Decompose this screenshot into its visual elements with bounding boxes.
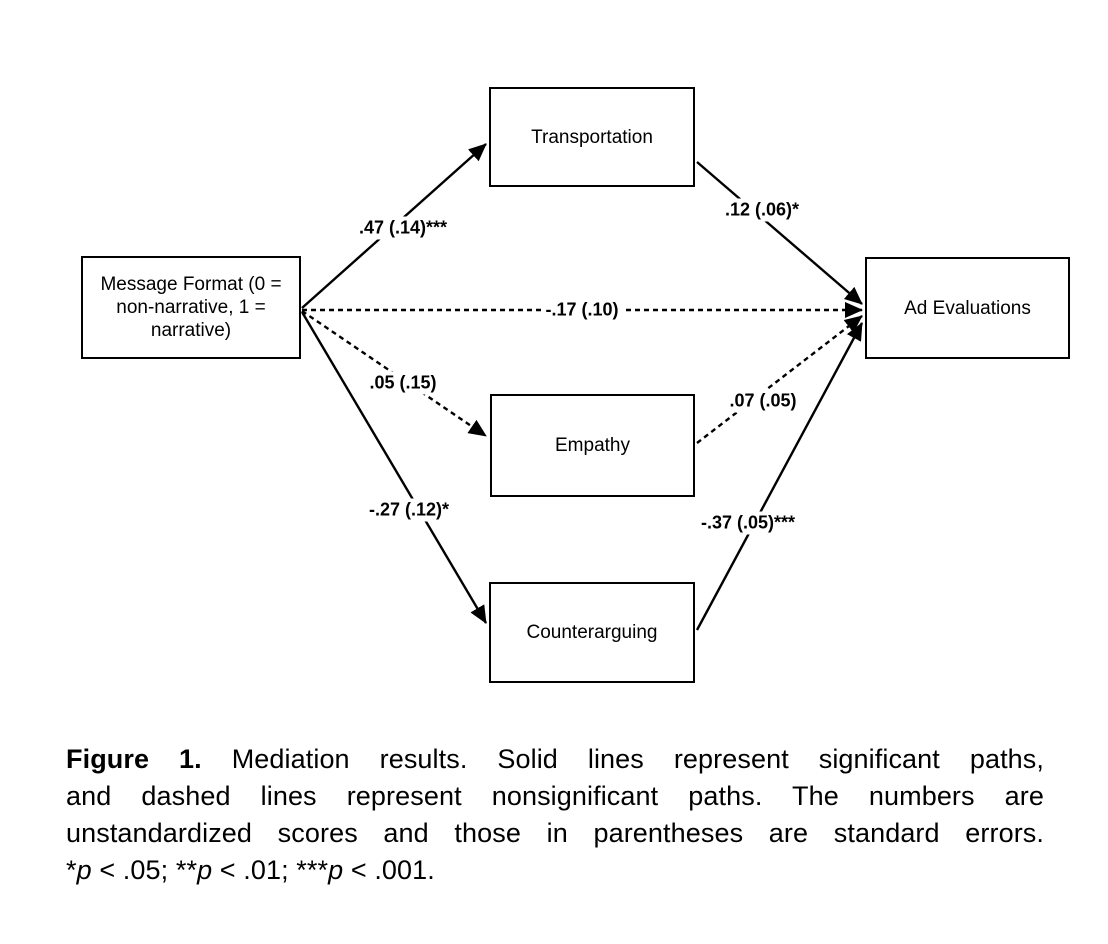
path-msg-to-counterarguing [300,311,488,624]
coef-empathy-adeval: .07 (.05) [725,389,801,413]
coef-msg-transportation: .47 (.14)*** [354,216,452,240]
caption-line-2: and dashed lines represent nonsignifican… [66,781,1044,811]
node-message-format-label: Message Format (0 = non-narrative, 1 = n… [100,273,281,342]
node-empathy-label: Empathy [555,435,630,456]
caption-sig-seg3: < .01; *** [212,855,329,885]
caption-sig-star1: * [66,855,77,885]
caption-significance-note: *p < .05; **p < .01; ***p < .001. [66,852,1044,889]
node-message-format-line1: Message Format (0 = [100,274,282,295]
node-ad-evaluations: Ad Evaluations [865,257,1070,359]
coef-msg-empathy: .05 (.15) [365,371,441,395]
node-transportation: Transportation [489,87,695,187]
coef-msg-adeval-direct: -.17 (.10) [541,298,623,322]
caption-sig-seg4: < .001. [343,855,435,885]
coef-counterarguing-adeval: -.37 (.05)*** [696,511,800,535]
node-ad-evaluations-label: Ad Evaluations [904,297,1031,319]
caption-line-1-text: Mediation results. Solid lines represent… [201,744,1044,774]
caption-sig-p1: p [76,855,92,885]
figure-caption: Figure 1. Mediation results. Solid lines… [66,741,1044,889]
path-counterarguing-to-adeval [695,322,864,631]
caption-sig-p3: p [328,855,344,885]
node-message-format: Message Format (0 = non-narrative, 1 = n… [81,256,301,359]
caption-sig-p2: p [197,855,213,885]
path-empathy-to-adeval [696,315,863,444]
caption-sig-seg2: < .05; ** [91,855,198,885]
node-transportation-label: Transportation [531,126,653,148]
path-transportation-to-adeval [696,161,863,305]
node-message-format-line3: narrative) [150,320,232,341]
coef-msg-counterarguing: -.27 (.12)* [364,498,454,522]
coef-transportation-adeval: .12 (.06)* [720,198,804,222]
node-counterarguing: Counterarguing [489,582,695,683]
caption-line-3: unstandardized scores and those in paren… [66,818,1044,848]
caption-line-1: Figure 1. Mediation results. Solid lines… [66,741,1044,778]
caption-figure-label: Figure 1. [66,744,202,774]
node-message-format-line2: non-narrative, 1 = [116,297,266,318]
node-counterarguing-label: Counterarguing [526,622,658,643]
node-empathy: Empathy [490,394,695,497]
